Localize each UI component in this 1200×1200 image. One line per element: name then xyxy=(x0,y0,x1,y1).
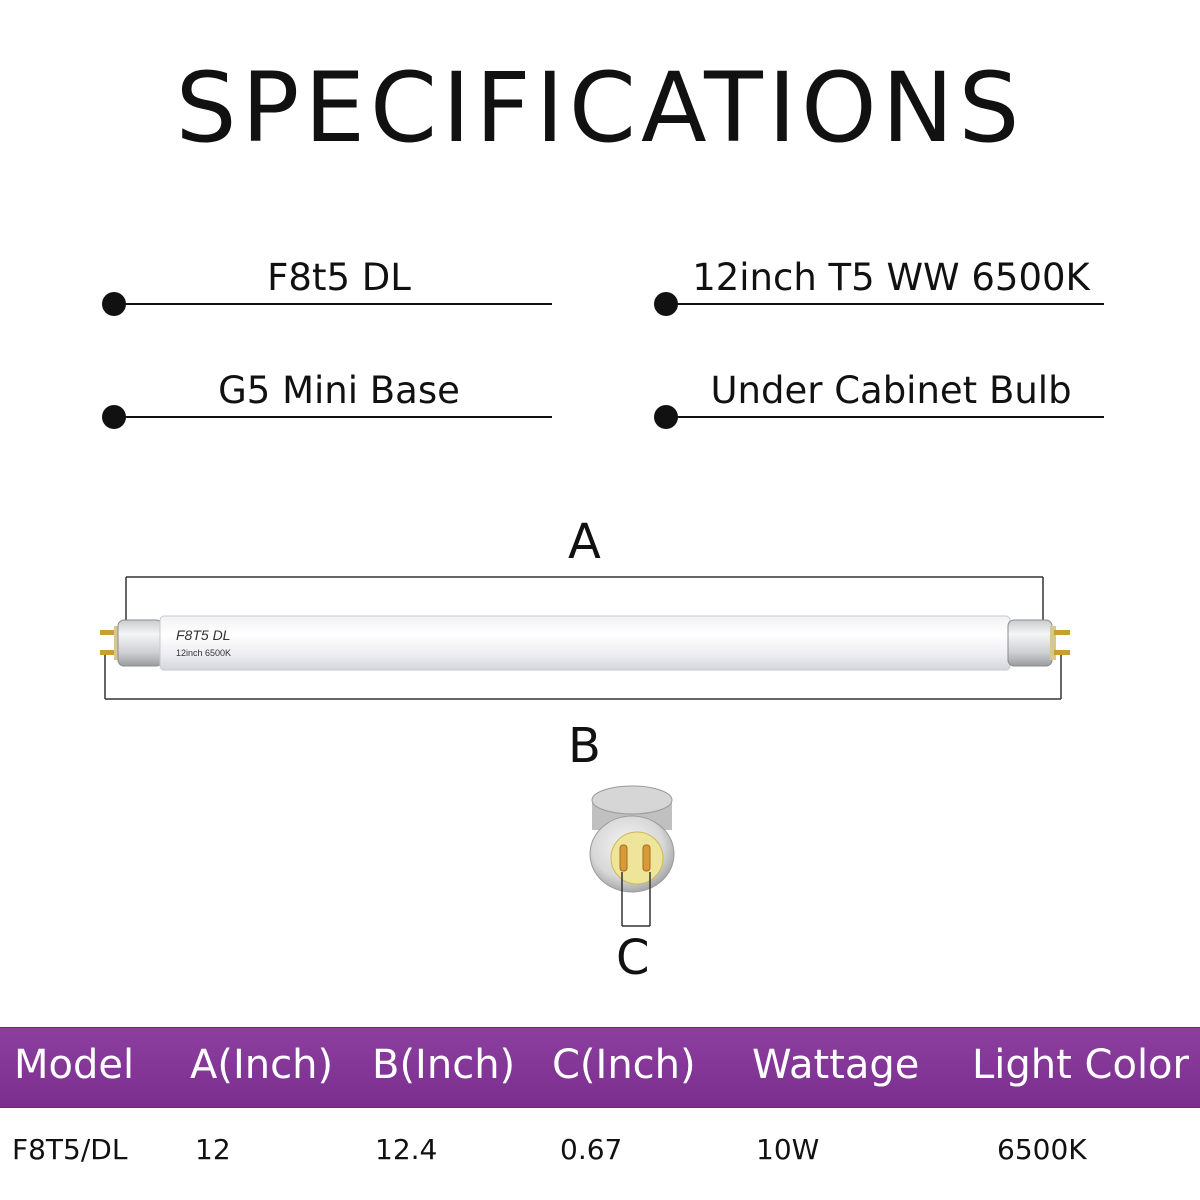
spec-base: G5 Mini Base xyxy=(102,369,552,429)
header-model: Model xyxy=(14,1042,135,1088)
spec-base-text: G5 Mini Base xyxy=(218,369,460,412)
cell-b-inch: 12.4 xyxy=(375,1133,438,1166)
spec-use-text: Under Cabinet Bulb xyxy=(710,369,1072,412)
page-title: SPECIFICATIONS xyxy=(175,52,1025,164)
dimension-label-c: C xyxy=(616,930,650,986)
spec-underline xyxy=(116,416,552,418)
dimension-a-bracket xyxy=(125,576,1044,625)
cell-c-inch: 0.67 xyxy=(560,1133,623,1166)
cell-a-inch: 12 xyxy=(195,1133,231,1166)
spec-use: Under Cabinet Bulb xyxy=(654,369,1104,429)
spec-model-text: F8t5 DL xyxy=(267,256,411,299)
dimension-b-bracket xyxy=(104,655,1062,700)
header-wattage: Wattage xyxy=(752,1042,920,1088)
dimension-c-bracket xyxy=(621,872,651,927)
spec-underline xyxy=(668,303,1104,305)
spec-size-text: 12inch T5 WW 6500K xyxy=(692,256,1090,299)
cell-light-color: 6500K xyxy=(997,1133,1087,1166)
cell-model: F8T5/DL xyxy=(12,1133,128,1166)
table-header-row: Model A(Inch) B(Inch) C(Inch) Wattage Li… xyxy=(0,1027,1200,1108)
tube-print-model: F8T5 DL xyxy=(176,627,230,643)
right-pins xyxy=(1050,626,1070,660)
cell-wattage: 10W xyxy=(756,1133,820,1166)
spec-model: F8t5 DL xyxy=(102,256,552,316)
fluorescent-tube xyxy=(159,615,1011,671)
header-a-inch: A(Inch) xyxy=(190,1042,334,1088)
right-end-cap xyxy=(1007,619,1053,667)
header-b-inch: B(Inch) xyxy=(372,1042,516,1088)
spec-underline xyxy=(668,416,1104,418)
tube-print-spec: 12inch 6500K xyxy=(176,648,231,658)
left-end-cap xyxy=(117,619,163,667)
left-pins xyxy=(100,626,120,660)
spec-underline xyxy=(116,303,552,305)
header-light-color: Light Color xyxy=(972,1042,1189,1088)
g5-base-closeup xyxy=(589,785,675,893)
header-c-inch: C(Inch) xyxy=(552,1042,696,1088)
dimension-label-b: B xyxy=(568,718,601,774)
spec-size: 12inch T5 WW 6500K xyxy=(654,256,1104,316)
dimension-label-a: A xyxy=(568,514,601,570)
